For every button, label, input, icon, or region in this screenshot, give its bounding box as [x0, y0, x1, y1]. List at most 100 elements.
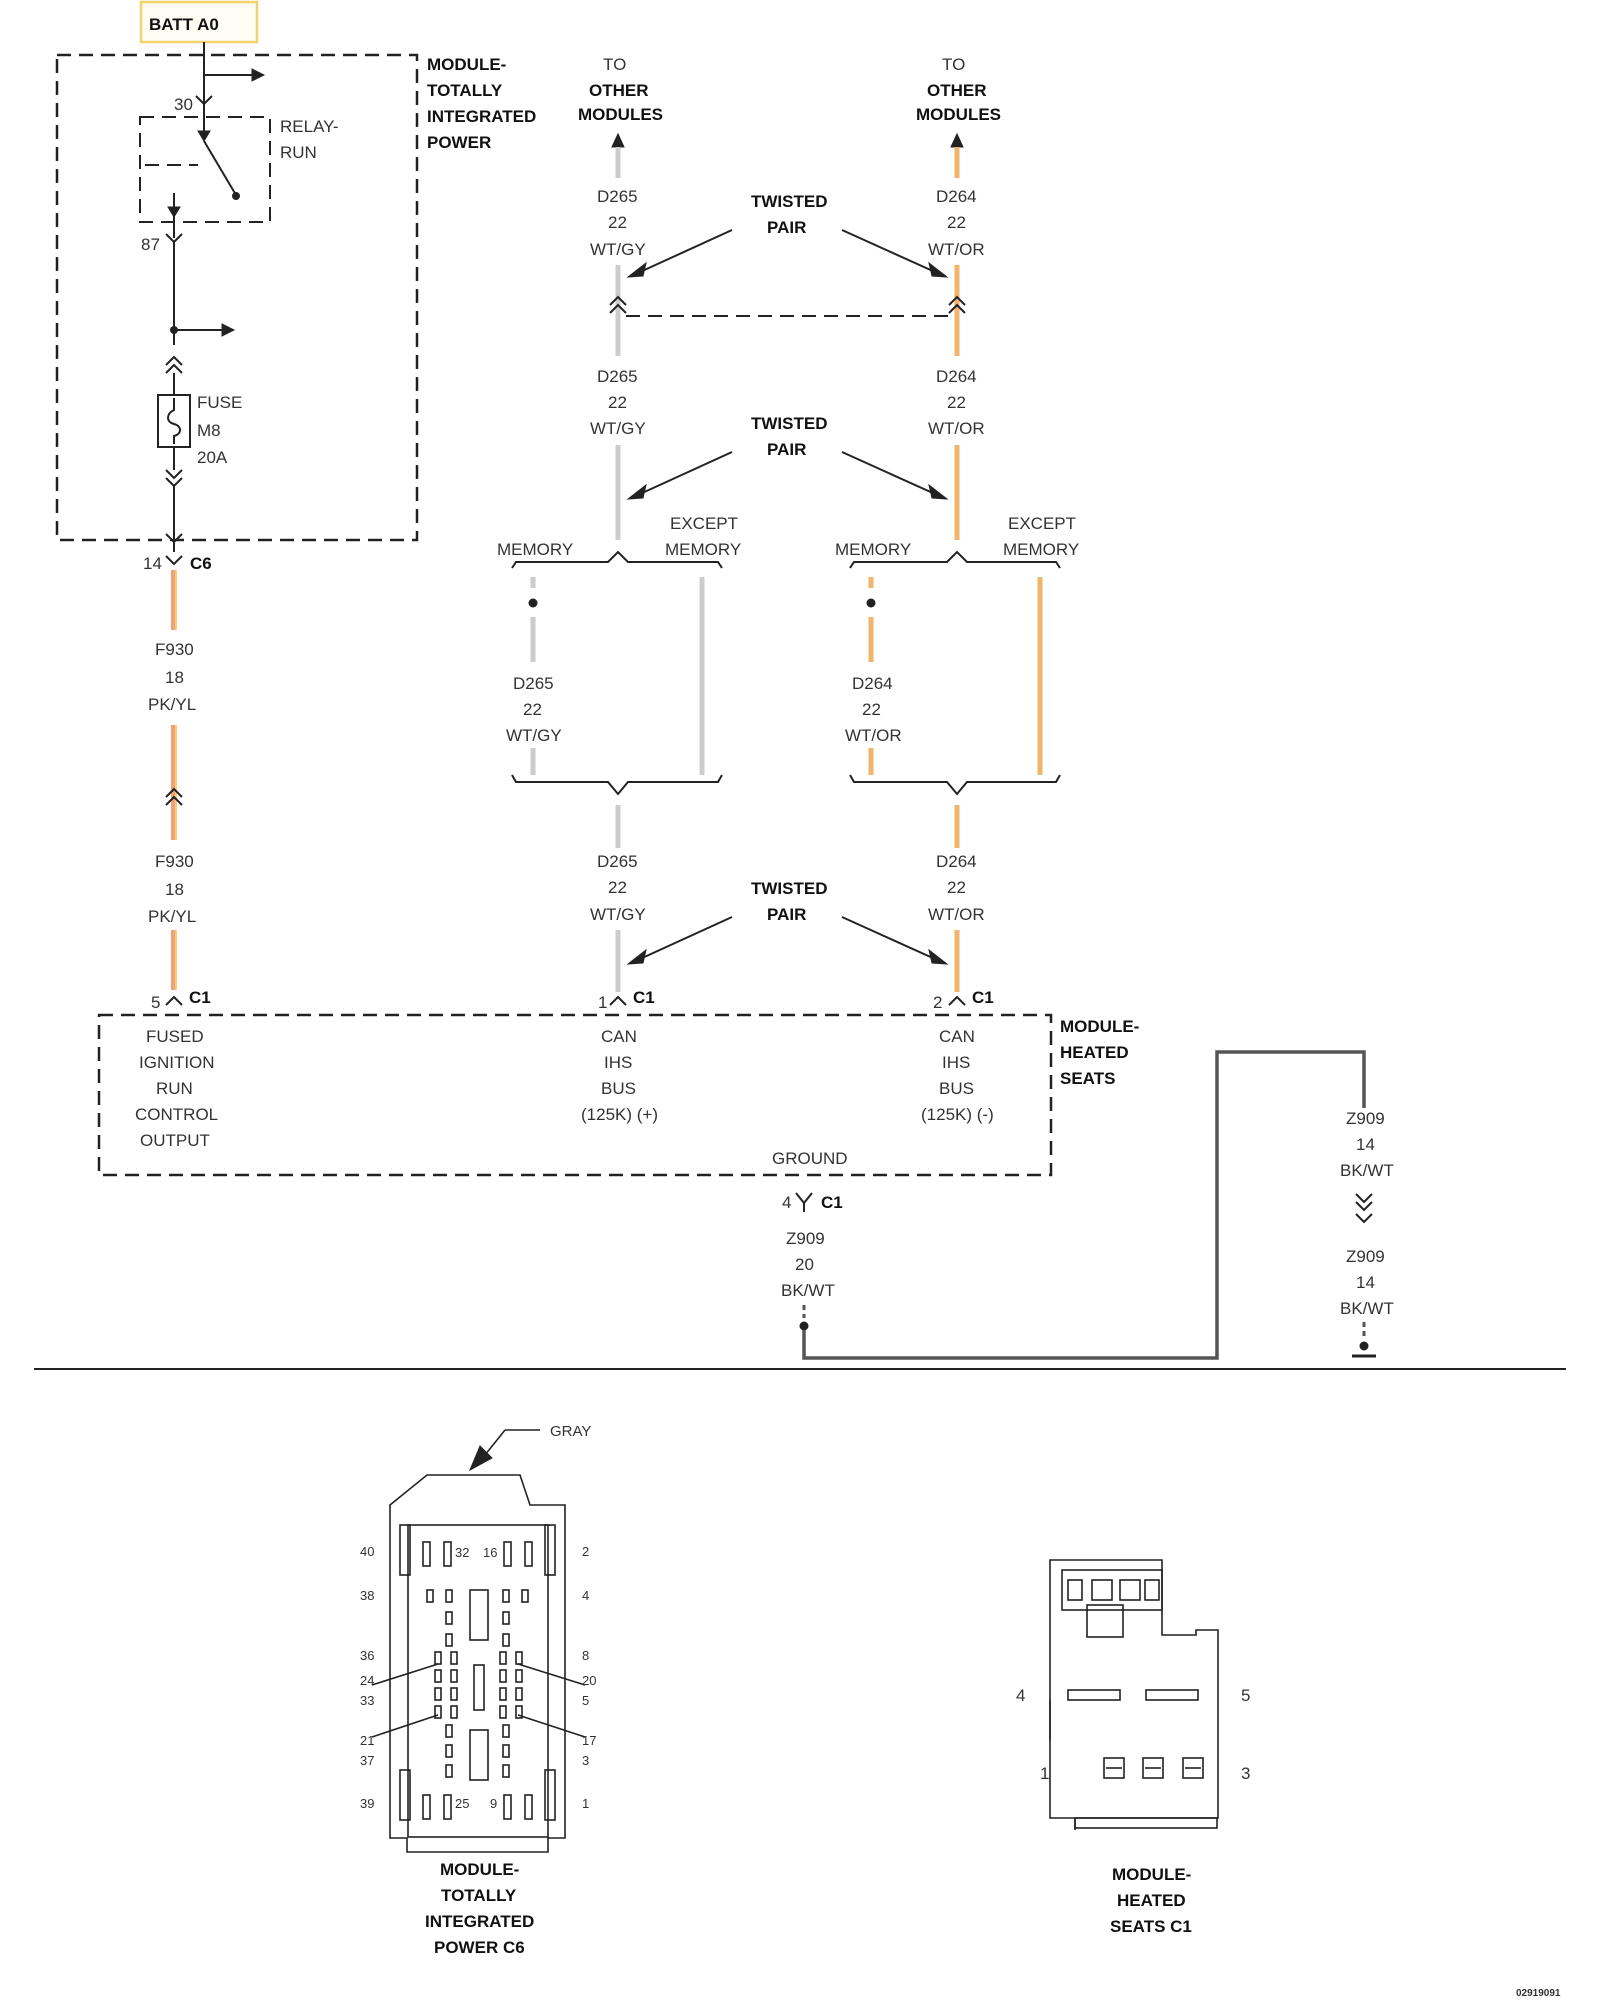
- svg-text:MODULES: MODULES: [578, 105, 663, 124]
- svg-text:TOTALLY: TOTALLY: [441, 1886, 517, 1905]
- svg-text:21: 21: [360, 1733, 374, 1748]
- memory-splice-right: [866, 598, 876, 608]
- c6-label: C6: [190, 554, 212, 573]
- svg-text:IHS: IHS: [604, 1053, 632, 1072]
- f930-label-upper: F930 18 PK/YL: [148, 640, 196, 714]
- svg-text:POWER: POWER: [427, 133, 491, 152]
- f930-inline-connector: [165, 787, 183, 806]
- svg-text:4: 4: [782, 1193, 791, 1212]
- svg-text:C1: C1: [189, 988, 211, 1007]
- svg-text:14: 14: [1356, 1273, 1375, 1292]
- svg-text:Z909: Z909: [786, 1229, 825, 1248]
- svg-text:RELAY-: RELAY-: [280, 117, 339, 136]
- svg-text:MEMORY: MEMORY: [1003, 540, 1079, 559]
- svg-text:39: 39: [360, 1796, 374, 1811]
- connector-c1-drawing: 4 5 1 3: [1016, 1559, 1250, 1830]
- svg-text:F930: F930: [155, 852, 194, 871]
- fused-ignition-run-label: FUSED IGNITION RUN CONTROL OUTPUT: [135, 1027, 218, 1150]
- ground-splice: [799, 1321, 809, 1331]
- svg-text:D265: D265: [513, 674, 554, 693]
- document-id: 02919091: [1516, 1988, 1561, 1999]
- can-inline-connector-left: [609, 295, 627, 314]
- can-inline-connector-right: [948, 295, 966, 314]
- svg-text:WT/GY: WT/GY: [590, 419, 646, 438]
- svg-text:37: 37: [360, 1753, 374, 1768]
- svg-text:CAN: CAN: [939, 1027, 975, 1046]
- brace-bottom-d265: [511, 774, 723, 796]
- svg-text:33: 33: [360, 1693, 374, 1708]
- svg-text:5: 5: [1241, 1686, 1250, 1705]
- svg-text:5: 5: [151, 993, 160, 1012]
- svg-text:1: 1: [582, 1796, 589, 1811]
- can-bus-minus-label: CAN IHS BUS (125K) (-): [921, 1027, 994, 1124]
- svg-text:24: 24: [360, 1673, 374, 1688]
- svg-text:POWER C6: POWER C6: [434, 1938, 525, 1957]
- svg-text:WT/GY: WT/GY: [590, 240, 646, 259]
- relay-pin-87: 87: [141, 235, 160, 254]
- svg-text:BK/WT: BK/WT: [781, 1281, 835, 1300]
- svg-text:EXCEPT: EXCEPT: [1008, 514, 1076, 533]
- svg-text:TOTALLY: TOTALLY: [427, 81, 503, 100]
- svg-text:MODULES: MODULES: [916, 105, 1001, 124]
- ground-label: GROUND: [772, 1149, 848, 1168]
- d265-label-3: D265 22 WT/GY: [590, 852, 646, 924]
- twisted-pair-label-3: TWISTED PAIR: [751, 879, 828, 924]
- svg-text:18: 18: [165, 880, 184, 899]
- svg-text:MEMORY: MEMORY: [497, 540, 573, 559]
- svg-text:BUS: BUS: [939, 1079, 974, 1098]
- svg-text:FUSE: FUSE: [197, 393, 242, 412]
- c1-pin-4-connector: [795, 1192, 813, 1205]
- svg-text:32: 32: [455, 1545, 469, 1560]
- svg-text:MEMORY: MEMORY: [665, 540, 741, 559]
- svg-text:D265: D265: [597, 187, 638, 206]
- svg-text:22: 22: [608, 393, 627, 412]
- svg-text:PK/YL: PK/YL: [148, 907, 196, 926]
- svg-text:18: 18: [165, 668, 184, 687]
- svg-text:20: 20: [582, 1673, 596, 1688]
- svg-text:FUSED: FUSED: [146, 1027, 204, 1046]
- connector-c1-caption: MODULE- HEATED SEATS C1: [1110, 1865, 1192, 1936]
- svg-text:F930: F930: [155, 640, 194, 659]
- svg-text:OUTPUT: OUTPUT: [140, 1131, 210, 1150]
- svg-text:4: 4: [582, 1588, 589, 1603]
- c6-pin-14: 14: [143, 554, 162, 573]
- svg-text:HEATED: HEATED: [1060, 1043, 1129, 1062]
- branch-labels-left: MEMORY EXCEPT MEMORY: [497, 514, 741, 559]
- memory-splice-left: [528, 598, 538, 608]
- svg-text:TO: TO: [603, 55, 626, 74]
- svg-text:22: 22: [947, 213, 966, 232]
- svg-text:TWISTED: TWISTED: [751, 414, 828, 433]
- svg-text:1: 1: [598, 993, 607, 1012]
- svg-text:Z909: Z909: [1346, 1247, 1385, 1266]
- svg-text:BK/WT: BK/WT: [1340, 1299, 1394, 1318]
- svg-text:5: 5: [582, 1693, 589, 1708]
- z909-inline-connector: [1355, 1193, 1373, 1212]
- svg-text:8: 8: [582, 1648, 589, 1663]
- svg-text:TO: TO: [942, 55, 965, 74]
- svg-text:HEATED: HEATED: [1117, 1891, 1186, 1910]
- svg-text:C1: C1: [972, 988, 994, 1007]
- svg-text:22: 22: [608, 213, 627, 232]
- svg-text:D264: D264: [936, 187, 977, 206]
- relay-branch-arrow: [221, 323, 236, 337]
- c1-pin-2-connector: [948, 995, 966, 1006]
- wire-f930: [171, 570, 177, 990]
- svg-text:PAIR: PAIR: [767, 905, 806, 924]
- svg-text:14: 14: [1356, 1135, 1375, 1154]
- svg-text:MODULE-: MODULE-: [1112, 1865, 1191, 1884]
- svg-text:WT/OR: WT/OR: [928, 905, 985, 924]
- f930-label-lower: F930 18 PK/YL: [148, 852, 196, 926]
- svg-text:C1: C1: [821, 1193, 843, 1212]
- c6-connector: [165, 555, 183, 566]
- svg-text:CAN: CAN: [601, 1027, 637, 1046]
- z909-14-label-upper: Z909 14 BK/WT: [1340, 1109, 1394, 1180]
- svg-text:MEMORY: MEMORY: [835, 540, 911, 559]
- svg-text:RUN: RUN: [156, 1079, 193, 1098]
- d265-branch-wires: [530, 577, 705, 775]
- svg-text:(125K) (+): (125K) (+): [581, 1105, 658, 1124]
- svg-text:20: 20: [795, 1255, 814, 1274]
- svg-text:PK/YL: PK/YL: [148, 695, 196, 714]
- svg-text:INTEGRATED: INTEGRATED: [425, 1912, 534, 1931]
- brace-bottom-d264: [849, 774, 1061, 796]
